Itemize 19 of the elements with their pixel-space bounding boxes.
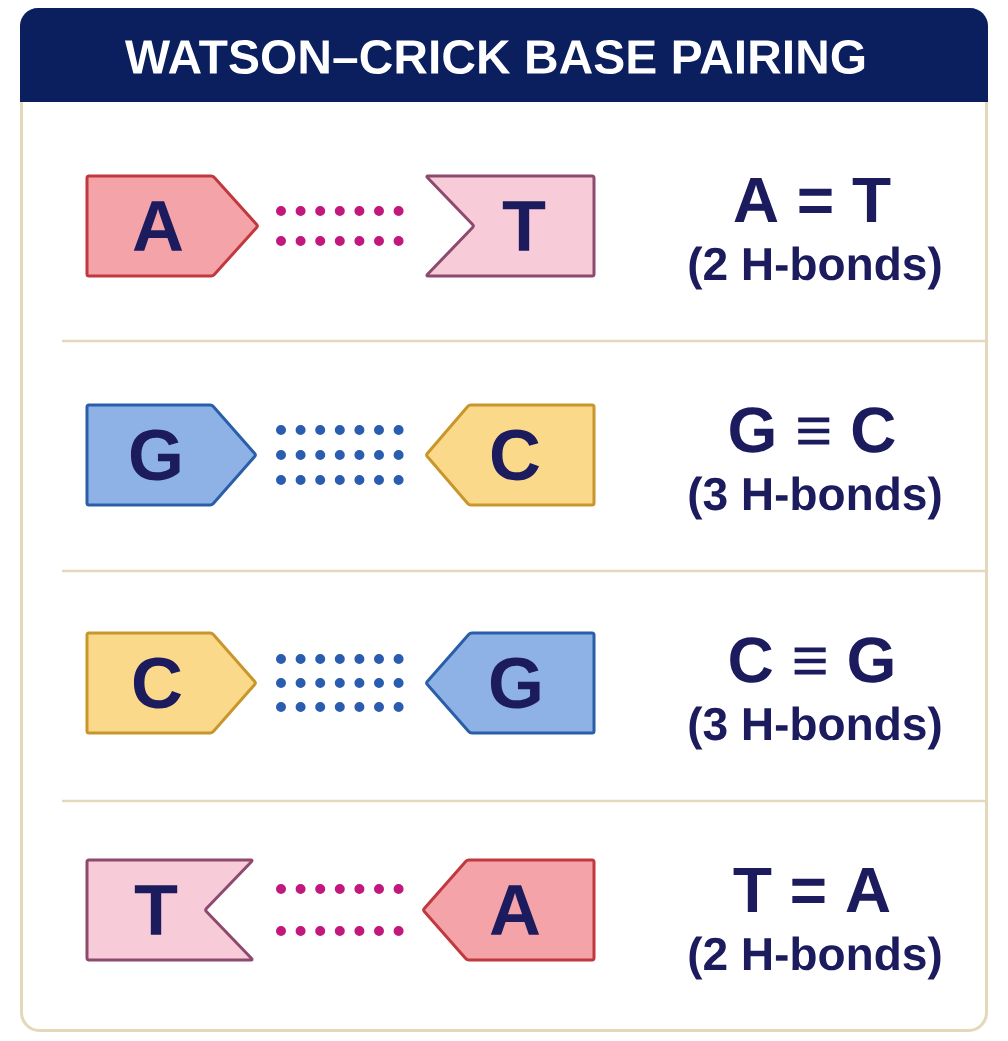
dotted-line [276,206,404,216]
pair-formula: G ≡ C [730,407,895,453]
bond-count-note: (3 H-bonds) [689,706,941,750]
bond-count-note: (3 H-bonds) [689,476,941,520]
pair-formula: A = T [734,178,891,222]
dotted-line [276,450,404,460]
pair-formula: T = A [733,868,890,912]
title-bar: WATSON–CRICK BASE PAIRING [20,8,988,102]
dotted-line [276,236,404,246]
bond-count-note: (2 H-bonds) [689,246,941,290]
dotted-line [276,475,404,485]
pair-formula: C ≡ G [730,637,893,683]
bond-count-note: (2 H-bonds) [689,936,941,980]
dotted-line [276,654,404,664]
dotted-line [276,702,404,712]
dotted-line [276,678,404,688]
dotted-line [276,425,404,435]
dotted-line [276,926,404,936]
dotted-line [276,884,404,894]
